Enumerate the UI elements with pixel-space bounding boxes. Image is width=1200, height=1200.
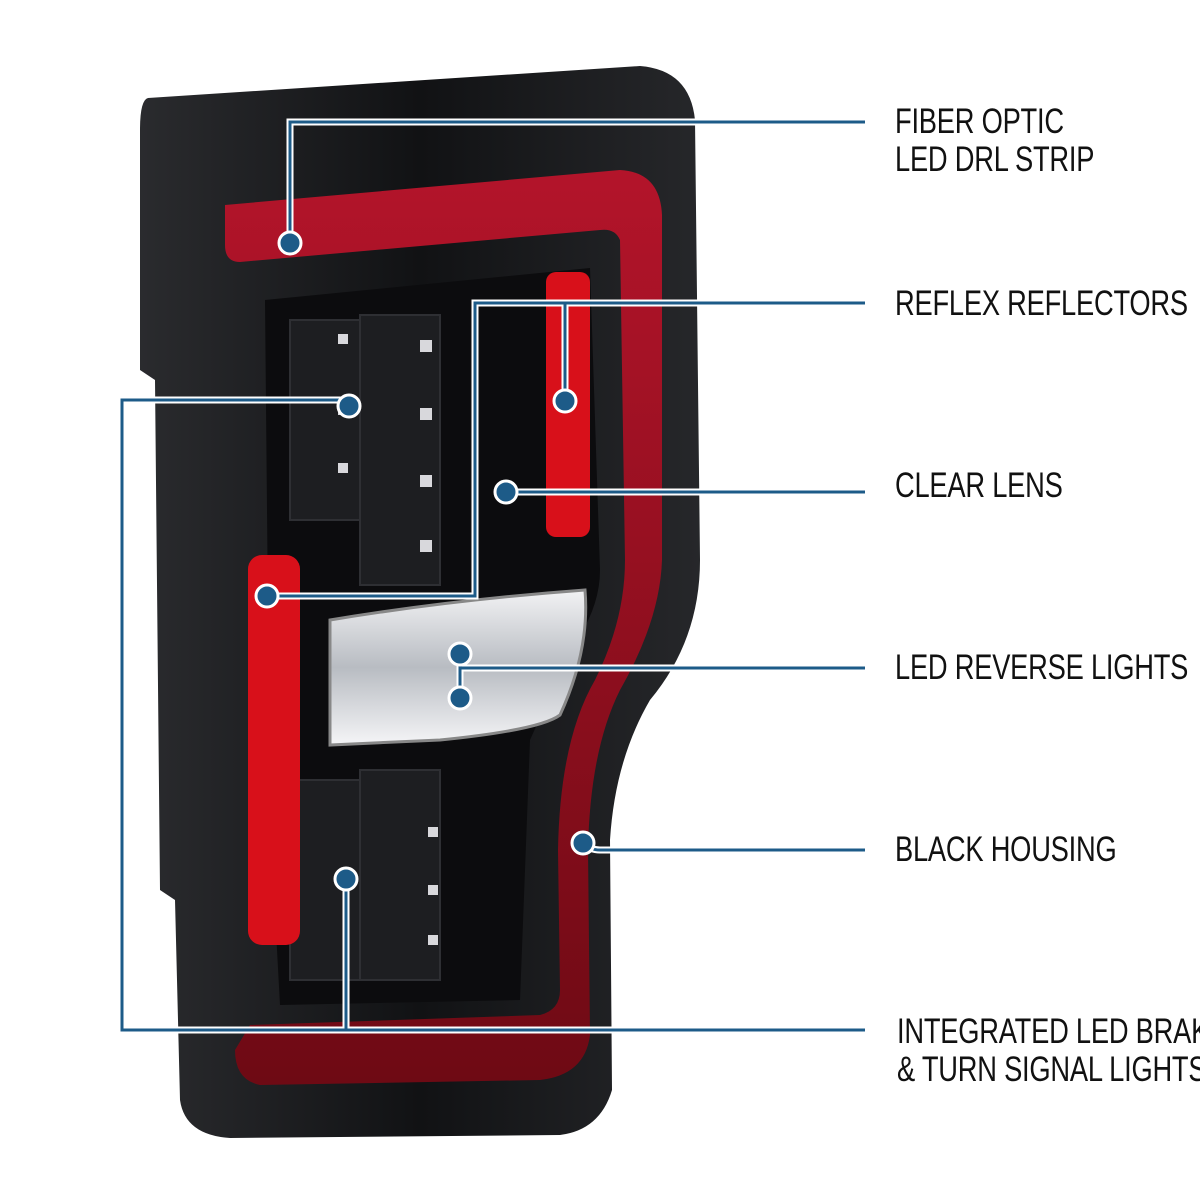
dot-black-housing — [570, 830, 596, 856]
label-led-reverse: LED REVERSE LIGHTS — [895, 649, 1188, 687]
dot-reflector-left — [254, 583, 280, 609]
dot-fiber-optic — [277, 230, 303, 256]
label-line: FIBER OPTIC — [895, 102, 1064, 141]
dot-clear-lens — [493, 479, 519, 505]
dot-reverse-bottom — [447, 685, 473, 711]
label-brake-turn: INTEGRATED LED BRAKE & TURN SIGNAL LIGHT… — [897, 1013, 1200, 1089]
label-line: INTEGRATED LED BRAKE — [897, 1012, 1200, 1051]
dot-brake-top — [336, 393, 362, 419]
label-line: CLEAR LENS — [895, 466, 1063, 505]
callout-dots — [254, 230, 596, 892]
label-line: REFLEX REFLECTORS — [895, 284, 1188, 323]
label-reflex-reflectors: REFLEX REFLECTORS — [895, 285, 1188, 323]
label-line: & TURN SIGNAL LIGHTS — [897, 1050, 1200, 1089]
label-fiber-optic: FIBER OPTIC LED DRL STRIP — [895, 103, 1094, 179]
dot-reflector-right — [552, 388, 578, 414]
label-black-housing: BLACK HOUSING — [895, 830, 1117, 869]
left-reflector-shape — [248, 555, 300, 945]
label-line: LED REVERSE LIGHTS — [895, 648, 1189, 687]
label-line: BLACK HOUSING — [895, 830, 1117, 869]
dot-brake-bottom — [333, 866, 359, 892]
label-line: LED DRL STRIP — [895, 140, 1095, 179]
label-clear-lens: CLEAR LENS — [895, 467, 1063, 505]
dot-reverse-top — [447, 641, 473, 667]
